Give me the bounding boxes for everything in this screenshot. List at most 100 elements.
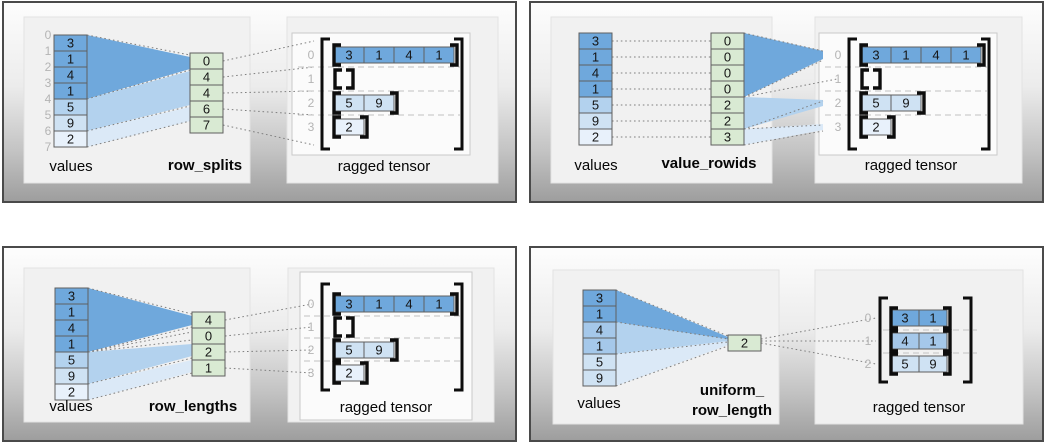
row-bracket — [917, 91, 926, 115]
value-cell-text: 4 — [596, 323, 603, 338]
method-cell-text: 7 — [203, 118, 210, 133]
tensor-cell-text: 4 — [405, 48, 412, 63]
method-caption-line1: uniform_ — [700, 382, 765, 399]
row-bracket — [889, 306, 898, 330]
value-cell-text: 9 — [596, 371, 603, 386]
tensor-cell-text: 1 — [929, 311, 936, 326]
value-cell-text: 5 — [68, 353, 75, 368]
values-caption: values — [49, 398, 92, 415]
row-bracket — [887, 115, 896, 139]
tensor-cell-text: 4 — [405, 297, 412, 312]
method-cell-text: 0 — [724, 66, 731, 81]
values-caption: values — [49, 158, 92, 175]
row-index-label: 0 — [835, 48, 842, 62]
outer-right-bracket — [981, 37, 991, 151]
value-rowids-canvas: 3 1 4 1 5 9 2 0 0 0 0 2 2 3 0 1 2 3 3 1 … — [550, 16, 1023, 184]
tensor-cell — [890, 94, 922, 112]
uniform-row-length-cell: 2 — [727, 334, 762, 352]
tensor-cell-text: 2 — [872, 120, 879, 135]
tensor-cell-text: 1 — [375, 48, 382, 63]
value-cell — [54, 383, 89, 401]
row-bracket — [889, 352, 898, 376]
row-bracket — [859, 43, 868, 67]
row-bracket — [860, 68, 869, 90]
fan-shapes — [87, 35, 190, 147]
value-index-label: 0 — [45, 28, 52, 42]
value-cell-text: 1 — [67, 84, 74, 99]
value-cell-text: 4 — [68, 321, 75, 336]
value-cell-text: 4 — [67, 68, 74, 83]
row-bracket — [332, 338, 341, 362]
tensor-cell-text: 1 — [435, 297, 442, 312]
fan-shapes — [88, 288, 192, 400]
value-index-label: 1 — [45, 44, 52, 58]
row-index-label: 0 — [308, 48, 315, 62]
row-separators — [304, 315, 460, 362]
tensor-cell-text: 5 — [872, 96, 879, 111]
row-index-label: 3 — [835, 120, 842, 134]
row-bracket — [943, 329, 952, 353]
row-splits-column: 0 4 4 6 7 — [189, 52, 224, 134]
tensor-cell-text: 4 — [901, 334, 908, 349]
tensor-cell — [423, 46, 455, 64]
row-index-label: 2 — [308, 96, 315, 110]
method-cell-text: 0 — [205, 329, 212, 344]
tensor-cell-text: 2 — [345, 366, 352, 381]
ragged-tensor: 0 1 2 3 3 1 4 1 5 9 2 — [308, 282, 464, 392]
tensor-cell — [918, 309, 948, 327]
row-lengths-canvas: 3 1 4 1 5 9 2 4 0 2 1 0 1 2 3 3 1 4 1 — [23, 267, 495, 423]
method-cell-text: 2 — [205, 345, 212, 360]
row-index-label: 3 — [308, 120, 315, 134]
panel-row-lengths: 3 1 4 1 5 9 2 4 0 2 1 0 1 2 3 3 1 4 1 — [2, 246, 517, 442]
ragged-tensor: 0 1 2 3 3 1 4 1 5 9 2 — [308, 37, 464, 151]
tensor-cell-text: 2 — [345, 120, 352, 135]
panel-uniform-row-length: 3 1 4 1 5 9 2 0 1 2 3 1 4 1 5 9 values u… — [529, 246, 1044, 442]
value-index-label: 7 — [45, 140, 52, 154]
tensor-cell-text: 9 — [929, 357, 936, 372]
tensor-cell — [423, 295, 455, 313]
outer-left-bracket — [878, 296, 888, 384]
row-bracket — [332, 361, 341, 385]
value-cell-text: 3 — [592, 34, 599, 49]
row-separators — [298, 66, 460, 116]
row-index-label: 1 — [308, 72, 315, 86]
value-cell-text: 1 — [596, 339, 603, 354]
row-bracket — [943, 306, 952, 330]
tensor-caption: ragged tensor — [338, 158, 431, 175]
row-bracket — [859, 91, 868, 115]
method-cell-text: 3 — [724, 130, 731, 145]
method-caption: row_lengths — [149, 398, 237, 415]
value-cell-text: 2 — [67, 132, 74, 147]
value-rowids-column: 0 0 0 0 2 2 3 — [710, 32, 745, 146]
tensor-cell-text: 1 — [375, 297, 382, 312]
row-bracket — [346, 316, 355, 338]
outer-right-bracket — [454, 282, 464, 392]
outer-right-bracket — [454, 37, 464, 151]
row-index-label: 2 — [835, 96, 842, 110]
value-cell-text: 3 — [596, 291, 603, 306]
value-cell-text: 9 — [67, 116, 74, 131]
method-cell-text: 0 — [724, 50, 731, 65]
method-cell-text: 0 — [724, 34, 731, 49]
row-bracket — [977, 43, 986, 67]
value-cell-text: 5 — [596, 355, 603, 370]
tensor-cell-text: 4 — [932, 48, 939, 63]
fan-shapes — [616, 290, 728, 386]
row-index-label: 1 — [308, 320, 315, 334]
value-index-label: 4 — [45, 92, 52, 106]
method-cell-text: 0 — [203, 54, 210, 69]
method-caption: value_rowids — [661, 155, 756, 172]
value-cell-text: 4 — [592, 66, 599, 81]
tensor-cell-text: 5 — [345, 96, 352, 111]
values-caption: values — [574, 157, 617, 174]
values-column: 3 1 4 1 5 9 2 — [54, 287, 89, 401]
tensor-cell-text: 3 — [872, 48, 879, 63]
value-cell-text: 3 — [68, 289, 75, 304]
tensor-caption: ragged tensor — [865, 157, 958, 174]
value-cell-text: 3 — [67, 36, 74, 51]
ragged-tensor: 0 1 2 3 1 4 1 5 9 — [865, 296, 973, 384]
row-index-label: 1 — [835, 72, 842, 86]
row-index-label: 1 — [865, 334, 872, 348]
row-bracket — [332, 115, 341, 139]
